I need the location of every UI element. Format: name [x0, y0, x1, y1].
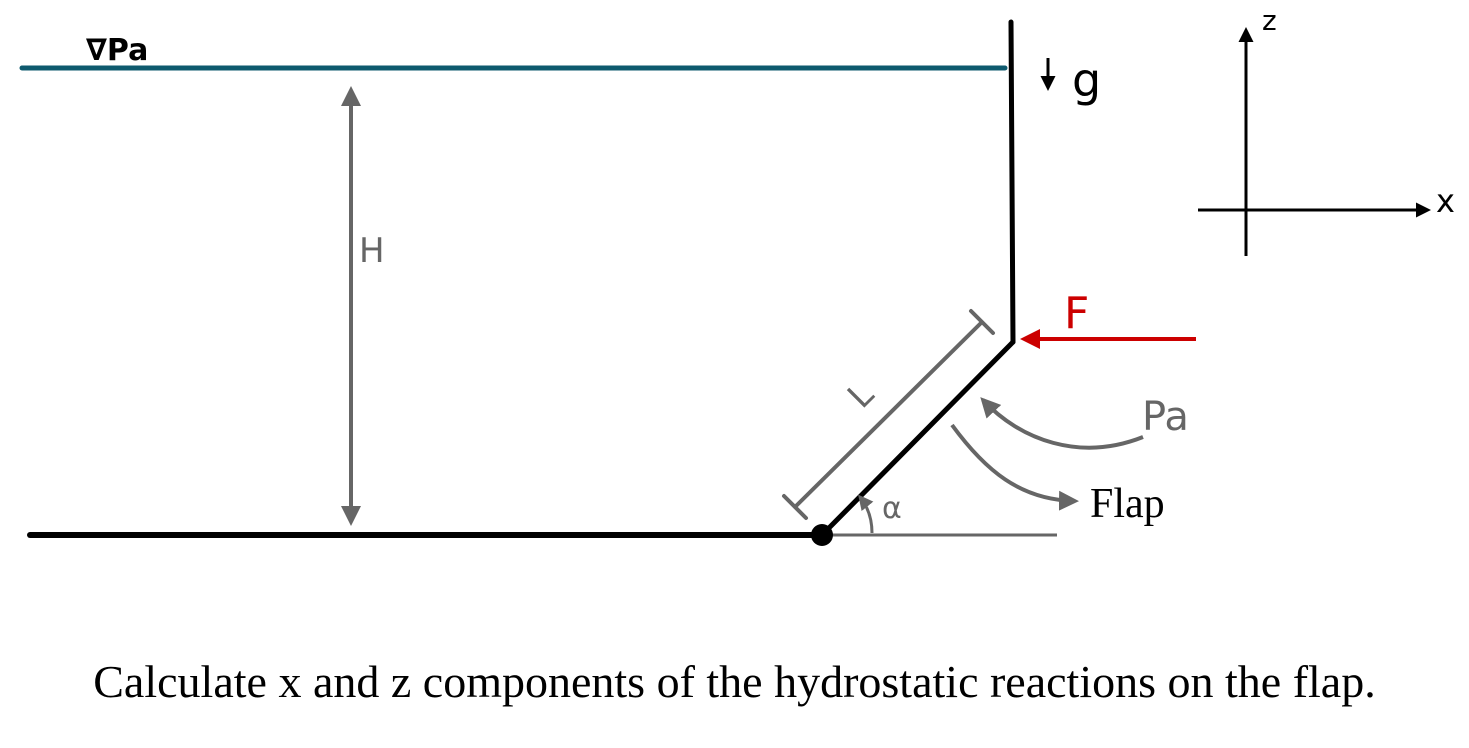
problem-statement: Calculate x and z components of the hydr… [93, 656, 1376, 707]
flap-label: Flap [1090, 481, 1165, 527]
hinge-point [811, 524, 833, 546]
free-surface-label: ∇Pa [86, 33, 148, 68]
length-tick-bottom [782, 494, 808, 520]
z-axis-label: z [1262, 4, 1277, 37]
pressure-arrow [980, 397, 1144, 450]
pressure-label: Pa [1142, 394, 1189, 440]
length-label: L [840, 375, 882, 417]
x-axis-label: x [1436, 182, 1455, 220]
angle-label: α [882, 491, 902, 526]
angle-arc-arrow [858, 494, 874, 534]
gravity-label: g [1072, 53, 1101, 107]
length-dimension-line [793, 320, 984, 509]
length-tick-top [969, 309, 995, 335]
wall-line [1008, 19, 1016, 345]
flap-pointer-arrow [950, 423, 1079, 511]
flap-line [819, 339, 1016, 538]
depth-label: H [359, 231, 385, 271]
force-label: F [1064, 288, 1089, 339]
